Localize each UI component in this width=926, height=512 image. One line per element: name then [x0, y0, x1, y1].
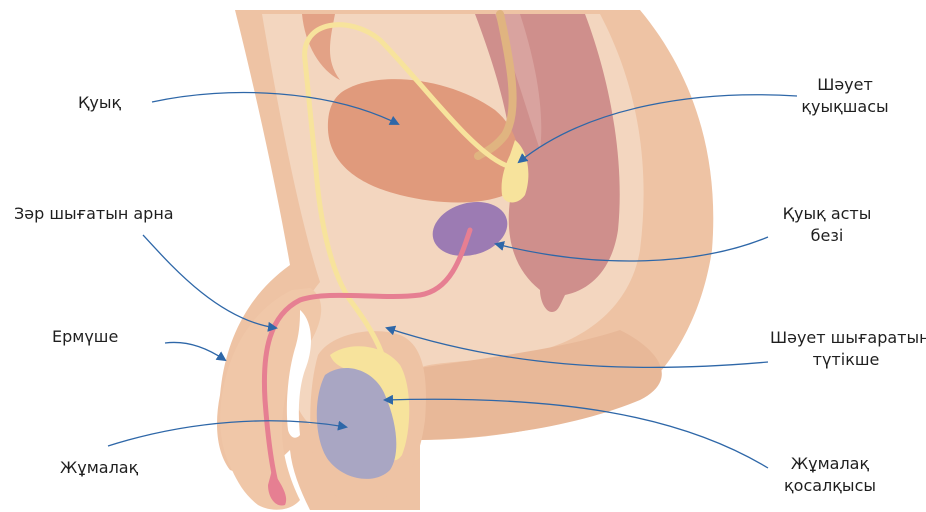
label-seminal-vesicle-line-2: қуықшасы	[790, 96, 900, 118]
label-epididymis: Жұмалақ қосалқысы	[775, 453, 885, 497]
label-epididymis-line-1: Жұмалақ	[775, 453, 885, 475]
label-testis: Жұмалақ	[60, 457, 138, 479]
arrow-penis	[165, 342, 225, 360]
label-prostate-line-1: Қуық асты	[772, 203, 882, 225]
label-urethra: Зәр шығатын арна	[14, 203, 174, 225]
label-vas-deferens-line-1: Шәует шығаратын	[770, 327, 922, 349]
label-penis: Ермүше	[52, 326, 118, 348]
label-epididymis-line-2: қосалқысы	[775, 475, 885, 497]
label-seminal-vesicle: Шәует қуықшасы	[790, 74, 900, 118]
label-vas-deferens-line-2: түтікше	[770, 349, 922, 371]
label-prostate-line-2: безі	[772, 225, 882, 247]
label-seminal-vesicle-line-1: Шәует	[790, 74, 900, 96]
label-bladder: Қуық	[78, 92, 121, 114]
label-prostate: Қуық асты безі	[772, 203, 882, 247]
label-vas-deferens: Шәует шығаратын түтікше	[770, 327, 922, 371]
